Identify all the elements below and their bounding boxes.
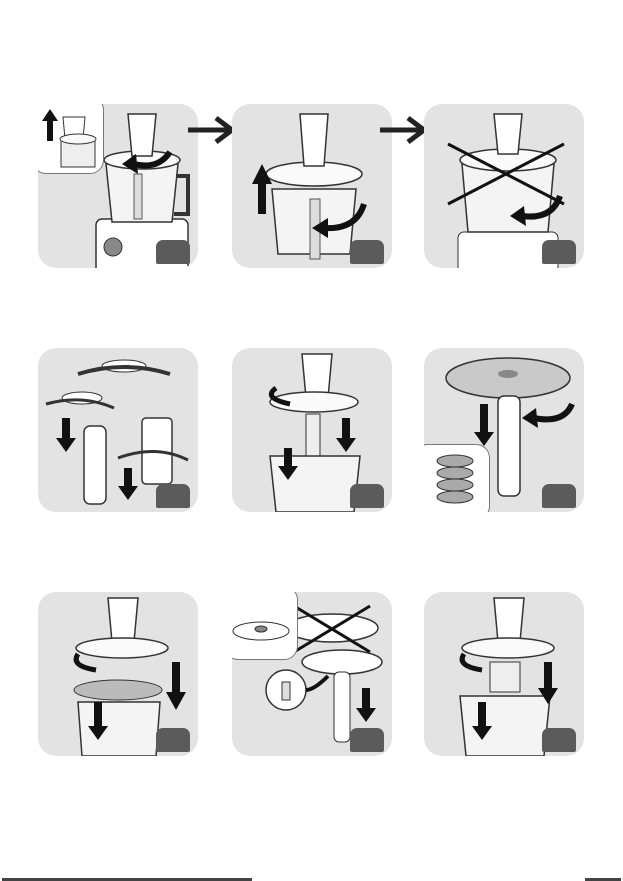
step-number-badge [542, 240, 576, 264]
step-number-badge [542, 728, 576, 752]
right-arrow-icon [186, 115, 236, 145]
down-arrow-icon [474, 404, 494, 446]
step-number-badge [350, 728, 384, 752]
step-panel-8 [232, 592, 392, 756]
step-number-badge [350, 484, 384, 508]
step-number-badge [350, 240, 384, 264]
step-panel-3 [424, 104, 584, 268]
down-arrow-icon [56, 418, 76, 452]
step-panel-5 [232, 348, 392, 512]
down-arrow-icon [356, 688, 376, 722]
inset-disc-stack [424, 444, 490, 512]
inset-lift [38, 104, 104, 174]
step-number-badge [542, 484, 576, 508]
down-arrow-icon [336, 418, 356, 452]
inset-disc-correct [232, 592, 298, 660]
step-panel-7 [38, 592, 198, 756]
step-panel-6 [424, 348, 584, 512]
step-number-badge [156, 728, 190, 752]
step-number-badge [156, 484, 190, 508]
step-panel-4 [38, 348, 198, 512]
down-arrow-icon [118, 468, 138, 500]
step-panel-2 [232, 104, 392, 268]
step-panel-1 [38, 104, 198, 268]
step-panel-9 [424, 592, 584, 756]
right-arrow-icon [378, 115, 428, 145]
up-arrow-icon [42, 109, 58, 141]
step-number-badge [156, 240, 190, 264]
down-arrow-icon [166, 662, 186, 710]
cropped-footer-text [0, 875, 623, 881]
